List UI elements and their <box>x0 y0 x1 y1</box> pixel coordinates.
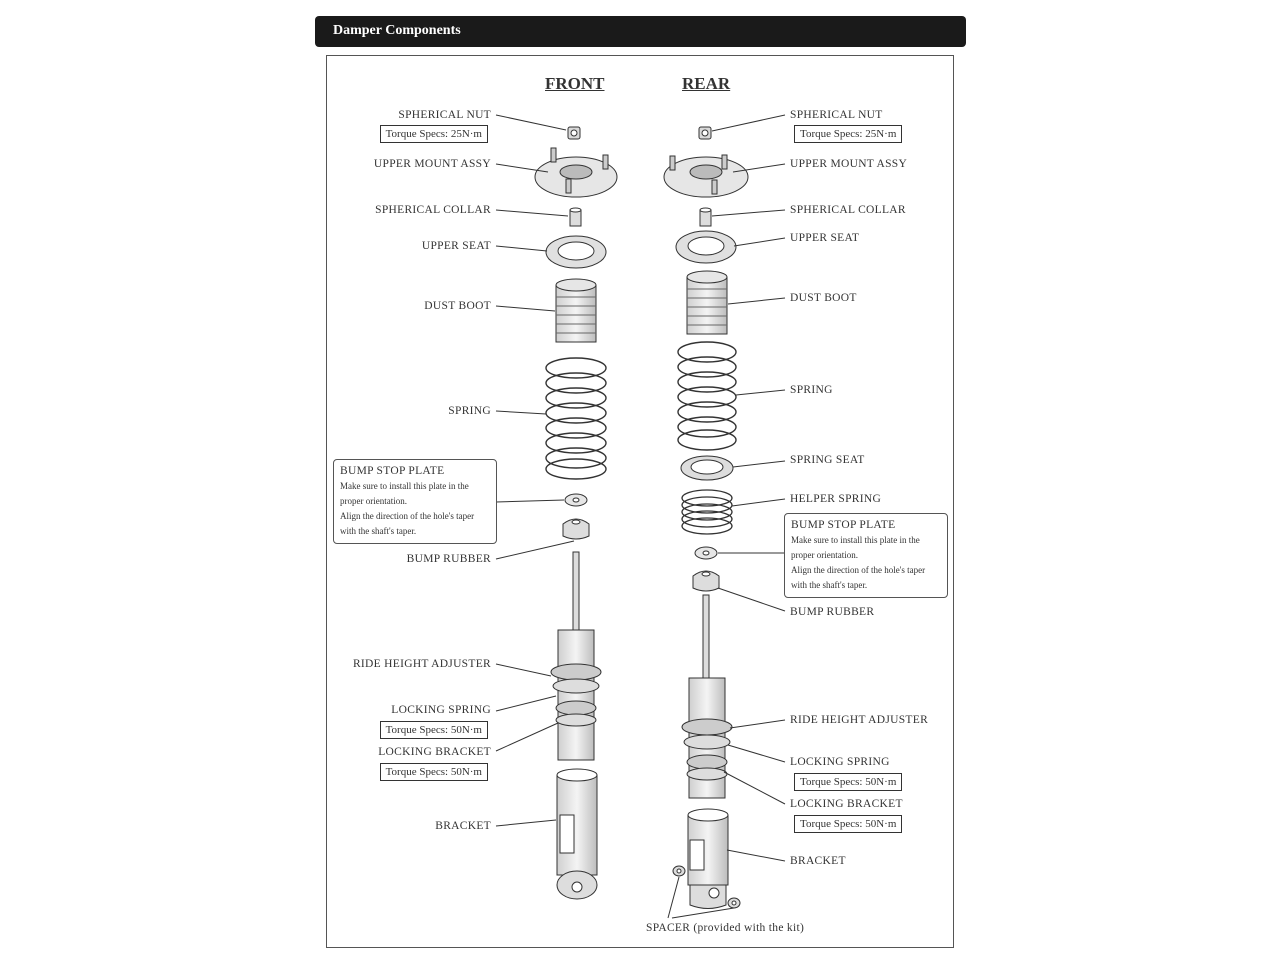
leader-lines <box>495 114 786 919</box>
rear-spherical-nut <box>698 126 712 140</box>
front-label-upper-seat: UPPER SEAT <box>421 240 491 252</box>
rear-label-spherical-nut: SPHERICAL NUT <box>790 109 883 121</box>
front-note-line: Align the direction of the hole's taper <box>340 511 475 521</box>
rear-label-spherical-collar: SPHERICAL COLLAR <box>790 204 906 216</box>
rear-bracket <box>687 808 729 909</box>
rear-note-line: with the shaft's taper. <box>791 580 868 590</box>
front-spherical-collar <box>569 207 582 227</box>
front-note-line: Make sure to install this plate in the <box>340 481 469 491</box>
rear-torque-locking-spring: Torque Specs: 50N·m <box>794 773 903 791</box>
front-torque-locking-bracket: Torque Specs: 50N·m <box>379 763 488 781</box>
rear-bump-stop-plate-note: BUMP STOP PLATE Make sure to install thi… <box>784 513 948 598</box>
rear-torque-locking-bracket: Torque Specs: 50N·m <box>794 815 903 833</box>
page-title: Damper Components <box>333 23 461 38</box>
rear-damper-body <box>681 594 733 799</box>
front-label-bump-rubber: BUMP RUBBER <box>406 553 491 565</box>
front-bump-rubber <box>562 518 590 540</box>
front-upper-seat <box>545 235 607 269</box>
rear-label-spacer: SPACER (provided with the kit) <box>646 922 805 934</box>
rear-torque-spherical-nut: Torque Specs: 25N·m <box>794 125 903 143</box>
rear-bump-rubber <box>692 570 720 592</box>
front-label-bracket: BRACKET <box>435 820 491 832</box>
rear-label-upper-seat: UPPER SEAT <box>790 232 860 244</box>
rear-dust-boot <box>686 270 728 335</box>
front-note-line: proper orientation. <box>340 496 407 506</box>
front-note-line: with the shaft's taper. <box>340 526 417 536</box>
front-heading: FRONT <box>545 74 605 93</box>
rear-label-spring: SPRING <box>790 384 833 396</box>
header-bar: Damper Components <box>315 16 966 47</box>
front-spring <box>545 357 607 480</box>
rear-heading: REAR <box>682 74 731 93</box>
front-damper-body <box>550 551 602 761</box>
rear-spring <box>677 341 737 451</box>
front-label-spherical-collar: SPHERICAL COLLAR <box>375 204 491 216</box>
front-torque-spherical-nut: Torque Specs: 25N·m <box>379 125 488 143</box>
rear-label-spring-seat: SPRING SEAT <box>790 454 865 466</box>
rear-note-line: proper orientation. <box>791 550 858 560</box>
front-label-locking-bracket: LOCKING BRACKET <box>378 746 491 758</box>
front-spherical-nut <box>567 126 581 140</box>
rear-label-ride-height-adjuster: RIDE HEIGHT ADJUSTER <box>790 714 929 726</box>
rear-upper-seat <box>675 230 737 264</box>
front-label-upper-mount-assy: UPPER MOUNT ASSY <box>373 158 491 170</box>
rear-note-title: BUMP STOP PLATE <box>791 519 896 531</box>
rear-note-line: Make sure to install this plate in the <box>791 535 920 545</box>
rear-note-line: Align the direction of the hole's taper <box>791 565 926 575</box>
rear-bump-stop-plate <box>694 546 718 560</box>
rear-label-bracket: BRACKET <box>790 855 846 867</box>
rear-label-upper-mount-assy: UPPER MOUNT ASSY <box>790 158 908 170</box>
rear-label-locking-bracket: LOCKING BRACKET <box>790 798 903 810</box>
rear-label-dust-boot: DUST BOOT <box>790 292 857 304</box>
front-note-title: BUMP STOP PLATE <box>340 465 445 477</box>
front-label-spherical-nut: SPHERICAL NUT <box>398 109 491 121</box>
front-label-locking-spring: LOCKING SPRING <box>391 704 491 716</box>
rear-label-helper-spring: HELPER SPRING <box>790 493 882 505</box>
rear-spherical-collar <box>699 207 712 227</box>
rear-spacer <box>672 865 741 909</box>
rear-upper-mount-assy <box>663 154 749 198</box>
front-bump-stop-plate-note: BUMP STOP PLATE Make sure to install thi… <box>333 459 497 544</box>
front-label-dust-boot: DUST BOOT <box>424 300 491 312</box>
rear-label-locking-spring: LOCKING SPRING <box>790 756 890 768</box>
rear-label-bump-rubber: BUMP RUBBER <box>790 606 875 618</box>
front-label-spring: SPRING <box>448 405 491 417</box>
rear-helper-spring <box>681 489 733 535</box>
diagram-frame <box>326 55 954 948</box>
front-bracket <box>556 768 598 900</box>
front-label-ride-height-adjuster: RIDE HEIGHT ADJUSTER <box>352 658 491 670</box>
front-torque-locking-spring: Torque Specs: 50N·m <box>379 721 488 739</box>
front-dust-boot <box>555 278 597 343</box>
front-bump-stop-plate <box>564 493 588 507</box>
rear-spring-seat <box>680 455 734 481</box>
front-upper-mount-assy <box>534 147 618 198</box>
